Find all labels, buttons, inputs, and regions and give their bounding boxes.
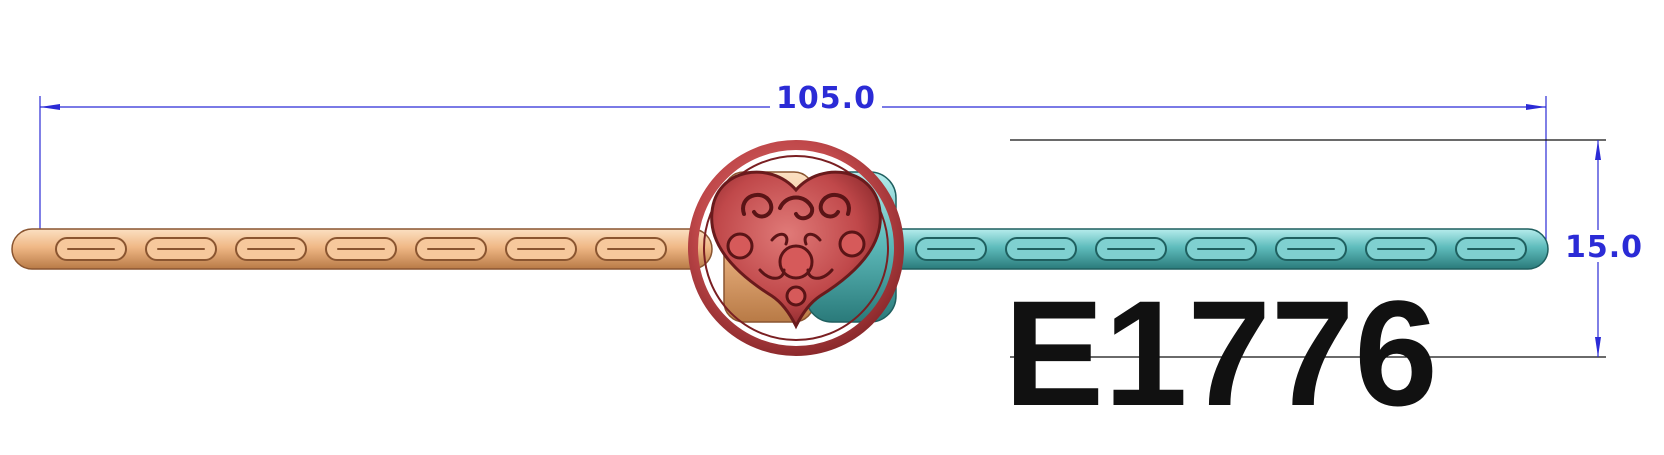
height-label-bg [1556, 230, 1652, 262]
width-label-bg [770, 82, 882, 112]
medallion-inner-ring [703, 155, 889, 341]
medallion-flower-bottom [785, 285, 807, 307]
medallion-flower-left [726, 232, 754, 260]
ruyi-cloud-heart-medallion-icon [688, 140, 904, 356]
width-label: 105.0 [776, 81, 876, 116]
bar-right-slots [915, 237, 1527, 261]
medallion-flower-center [778, 244, 814, 280]
medallion-outer-ring [688, 140, 904, 356]
bar-left-slots [55, 237, 667, 261]
bar-right-teal [879, 228, 1549, 270]
product-code: E1776 [1004, 269, 1438, 437]
medallion-cloud-swirl-right [818, 192, 851, 219]
height-dimension: 15.0 [1010, 139, 1652, 358]
medallion-cloud-swirl-top [778, 195, 815, 221]
width-dimension: 105.0 [39, 81, 1547, 240]
medallion-flower-right [838, 230, 866, 258]
height-label: 15.0 [1565, 230, 1643, 265]
bar-left-gold [11, 228, 713, 270]
medallion-cloud-swirl-left [741, 192, 774, 219]
medallion-leaf-swirls [758, 232, 834, 280]
